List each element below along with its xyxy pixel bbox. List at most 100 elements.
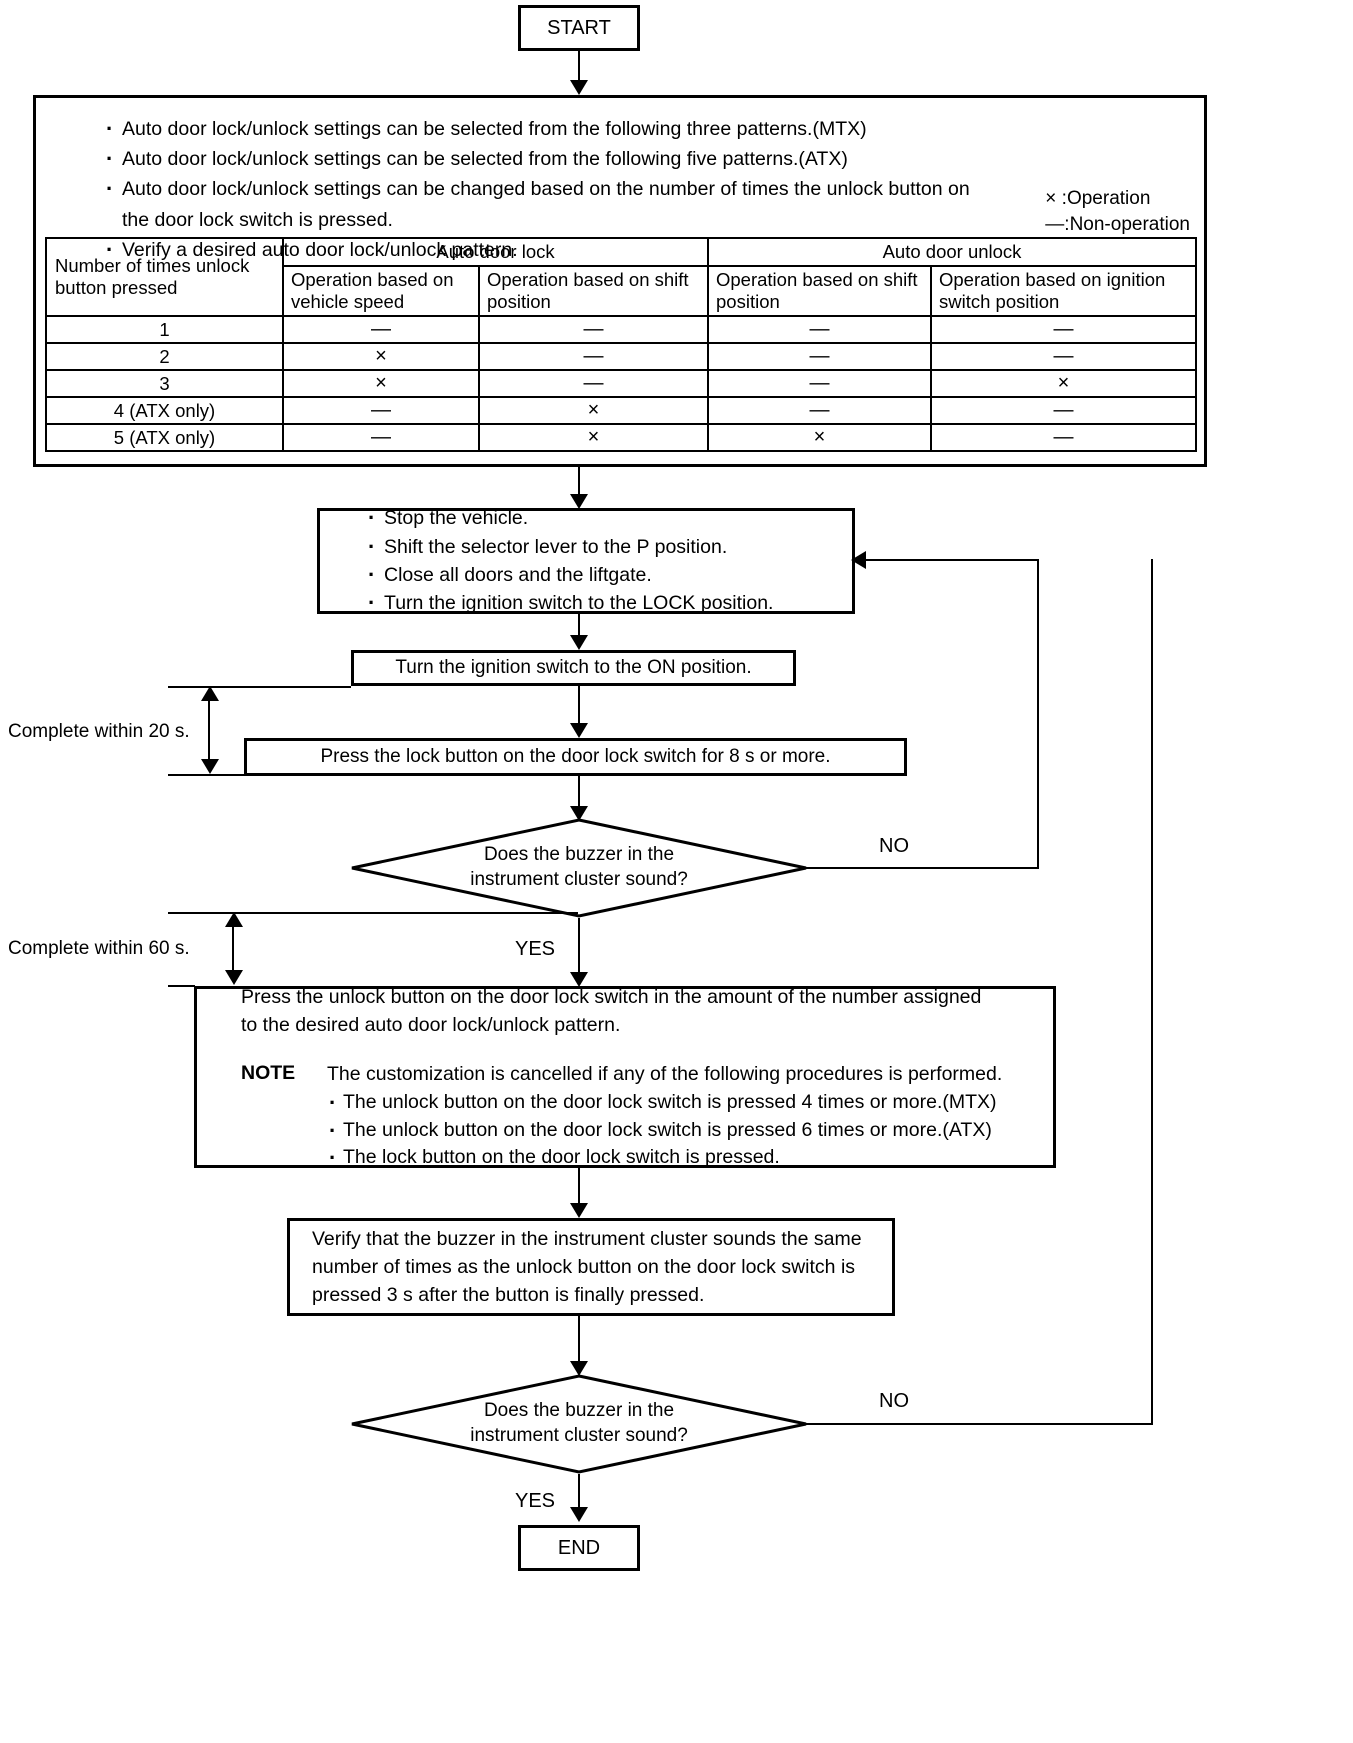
- table-cell-value: ×: [282, 342, 480, 372]
- timing-within-20s-label: Complete within 20 s.: [8, 721, 190, 742]
- note-block: NOTE The customization is cancelled if a…: [241, 1061, 1031, 1173]
- table-cell-value: —: [707, 342, 932, 372]
- timing20-arrowhead-down: [201, 759, 219, 774]
- table-cell-count: 2: [45, 342, 284, 372]
- table-row: 4 (ATX only) — × — —: [45, 396, 1197, 426]
- arrow-intro-to-prep: [578, 467, 580, 495]
- verify-line-1: Verify that the buzzer in the instrument…: [312, 1227, 862, 1250]
- table-cell-value: ×: [478, 423, 709, 453]
- prep-step-4: · Turn the ignition switch to the LOCK p…: [368, 590, 774, 616]
- intro-bullet-2: Auto door lock/unlock settings can be se…: [106, 142, 1204, 176]
- table-cell-value: ×: [478, 396, 709, 426]
- table-cell-value: —: [930, 396, 1197, 426]
- timing60-bottom-rule: [168, 985, 195, 987]
- timing20-arrowhead-up: [201, 686, 219, 701]
- table-cell-value: —: [478, 342, 709, 372]
- ignition-on-label: Turn the ignition switch to the ON posit…: [395, 657, 752, 679]
- timing60-top-rule: [168, 912, 578, 914]
- intro-bullet-3: Auto door lock/unlock settings can be ch…: [106, 172, 1204, 206]
- table-cell-value: —: [707, 396, 932, 426]
- note-bullet-2: The unlock button on the door lock switc…: [327, 1115, 1002, 1146]
- table-cell-value: ×: [930, 369, 1197, 399]
- timing-within-60s-label: Complete within 60 s.: [8, 938, 190, 959]
- table-cell-value: —: [707, 369, 932, 399]
- timing60-bracket-line: [232, 916, 234, 981]
- verify-line-3: pressed 3 s after the button is finally …: [312, 1284, 705, 1307]
- start-label: START: [547, 16, 611, 39]
- table-cell-value: —: [930, 423, 1197, 453]
- table-body: 1 — — — — 2 × — — — 3 × — —: [45, 315, 1197, 453]
- table-subheader-unlock-ignition-switch: Operation based on ignition switch posit…: [930, 264, 1197, 318]
- note-body: The customization is cancelled if any of…: [327, 1061, 1003, 1173]
- press-lock-label: Press the lock button on the door lock s…: [320, 746, 831, 768]
- table-cell-count: 1: [45, 315, 284, 345]
- press-unlock-note-box: Press the unlock button on the door lock…: [194, 985, 1056, 1173]
- table-row: 2 × — — —: [45, 342, 1197, 372]
- table-header-group-row: Number of times unlock button pressed Au…: [45, 236, 1197, 318]
- decision1-no-line: [806, 867, 1039, 869]
- table-cell-value: —: [282, 315, 480, 345]
- arrow-verify-to-decision2: [578, 1316, 580, 1362]
- table-cell-value: —: [478, 369, 709, 399]
- arrowhead-prep-to-ignition: [570, 635, 588, 650]
- table-cell-value: ×: [282, 369, 480, 399]
- arrow-presslock-to-decision1: [578, 776, 580, 807]
- table-cell-value: —: [930, 342, 1197, 372]
- press-unlock-line-1: Press the unlock button on the door lock…: [241, 985, 982, 1008]
- note-bullet-1: The unlock button on the door lock switc…: [327, 1087, 1002, 1118]
- note-intro: The customization is cancelled if any of…: [327, 1063, 1003, 1086]
- timing60-arrowhead-up: [225, 912, 243, 927]
- timing60-arrowhead-down: [225, 970, 243, 985]
- timing20-top-rule: [168, 686, 351, 688]
- legend-operation: × :Operation: [1045, 188, 1151, 209]
- decision1-no-return-line: [862, 559, 1039, 561]
- decision1-no-arrowhead: [851, 551, 866, 569]
- timing20-bracket-line: [208, 690, 210, 770]
- decision-buzzer-2: Does the buzzer in the instrument cluste…: [349, 1374, 809, 1474]
- table-cell-value: —: [282, 396, 480, 426]
- pattern-table: Number of times unlock button pressed Au…: [45, 236, 1197, 453]
- arrowhead-presslock-to-decision1: [570, 806, 588, 821]
- note-tag: NOTE: [241, 1062, 296, 1085]
- arrow-unlock-to-verify: [578, 1168, 580, 1204]
- decision2-yes-arrowhead: [570, 1507, 588, 1522]
- decision-buzzer-1: Does the buzzer in the instrument cluste…: [349, 818, 809, 918]
- table-subheader-lock-vehicle-speed: Operation based on vehicle speed: [282, 264, 480, 318]
- prep-step-box: · Stop the vehicle. · Shift the selector…: [317, 505, 855, 616]
- table-cell-value: —: [478, 315, 709, 345]
- note-bullet-3: The lock button on the door lock switch …: [327, 1142, 1002, 1173]
- legend: × :Operation —:Non-operation: [1045, 186, 1190, 237]
- arrowhead-intro-to-prep: [570, 494, 588, 509]
- arrow-ignition-to-presslock: [578, 686, 580, 724]
- table-group-auto-door-unlock: Auto door unlock: [707, 237, 1197, 267]
- decision-buzzer-2-line1: Does the buzzer in the: [483, 1400, 675, 1422]
- decision-buzzer-2-line2: instrument cluster sound?: [470, 1425, 688, 1446]
- table-cell-value: —: [930, 315, 1197, 345]
- intro-bullet-3-continuation: the door lock switch is pressed.: [122, 208, 393, 231]
- table-row-header: Number of times unlock button pressed: [45, 236, 284, 318]
- decision2-no-label: NO: [876, 1390, 912, 1413]
- decision1-no-label: NO: [876, 835, 912, 858]
- decision1-no-vline: [1037, 559, 1039, 869]
- decision2-yes-label: YES: [512, 1490, 559, 1513]
- table-cell-count: 5 (ATX only): [45, 423, 284, 453]
- decision-buzzer-1-line1: Does the buzzer in the: [483, 844, 675, 866]
- timing20-bottom-rule: [168, 774, 244, 776]
- decision1-yes-arrowhead: [570, 972, 588, 987]
- decision2-yes-vline: [578, 1474, 580, 1516]
- arrow-prep-to-ignition: [578, 614, 580, 636]
- table-cell-value: ×: [707, 423, 932, 453]
- table-group-auto-door-lock: Auto door lock: [282, 237, 709, 267]
- decision2-no-line: [806, 1423, 1153, 1425]
- arrowhead-unlock-to-verify: [570, 1203, 588, 1218]
- decision2-no-vline: [1151, 559, 1153, 1425]
- table-row: 1 — — — —: [45, 315, 1197, 345]
- table-cell-value: —: [282, 423, 480, 453]
- table-row: 5 (ATX only) — × × —: [45, 423, 1197, 453]
- decision-buzzer-1-shape: [351, 818, 807, 918]
- table-cell-count: 3: [45, 369, 284, 399]
- ignition-on-box: Turn the ignition switch to the ON posit…: [351, 650, 796, 686]
- prep-step-1: · Stop the vehicle.: [368, 505, 529, 531]
- table-cell-value: —: [707, 315, 932, 345]
